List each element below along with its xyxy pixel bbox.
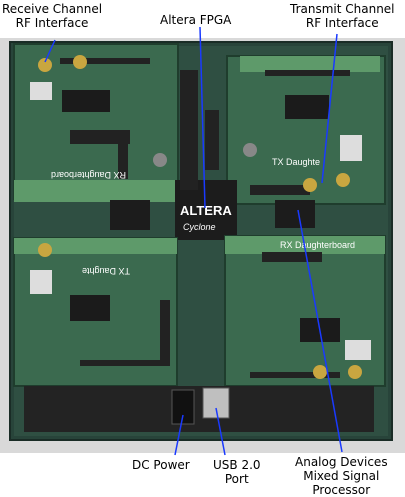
dc-power-jack [171, 389, 195, 425]
usb-port [202, 387, 230, 419]
usb-line1: USB 2.0 [213, 458, 261, 472]
receive-pointer [44, 39, 56, 63]
dc-power-label: DC Power [132, 458, 190, 472]
altera-fpga-text: Altera FPGA [160, 13, 232, 27]
cyclone-logo: Cyclone [183, 222, 216, 232]
transmit-channel-line1: Transmit Channel [290, 2, 395, 16]
rx-daughterboard-label-bottom: RX Daughterboard [280, 240, 355, 250]
tx-daughterboard-top-right [226, 55, 386, 205]
adi-line1: Analog Devices [295, 455, 388, 469]
usb-pointer [215, 407, 226, 456]
altera-logo: ALTERA [180, 203, 232, 218]
transmit-channel-line2: RF Interface [305, 16, 379, 30]
usb-port-label: USB 2.0 Port [213, 458, 261, 486]
dc-power-pointer [174, 414, 184, 456]
receive-channel-line1: Receive Channel [2, 2, 103, 16]
transmit-pointer [321, 33, 338, 184]
bottom-strip [24, 386, 374, 432]
analog-devices-label: Analog Devices Mixed Signal Processor [295, 455, 388, 497]
tx-daughterboard-label-top: TX Daughte [272, 157, 320, 167]
usb-line2: Port [224, 472, 249, 486]
adi-pointer [297, 209, 343, 453]
receive-channel-label: Receive Channel RF Interface [2, 2, 102, 30]
altera-fpga-label: Altera FPGA [160, 13, 231, 27]
tx-daughterboard-bottom-left [13, 237, 178, 387]
rx-daughterboard-bottom-right [224, 235, 386, 387]
fpga-pointer [199, 26, 206, 209]
adi-line2: Mixed Signal [303, 469, 380, 483]
rx-daughterboard-top-left [13, 43, 179, 202]
transmit-channel-label: Transmit Channel RF Interface [290, 2, 395, 30]
fpga-region [110, 70, 315, 240]
dc-power-text: DC Power [132, 458, 190, 472]
tx-daughterboard-label-bottom: TX Daughte [82, 266, 130, 276]
receive-channel-line2: RF Interface [15, 16, 89, 30]
rx-daughterboard-label-top: RX Daughterboard [51, 170, 126, 180]
adi-line3: Processor [312, 483, 371, 497]
